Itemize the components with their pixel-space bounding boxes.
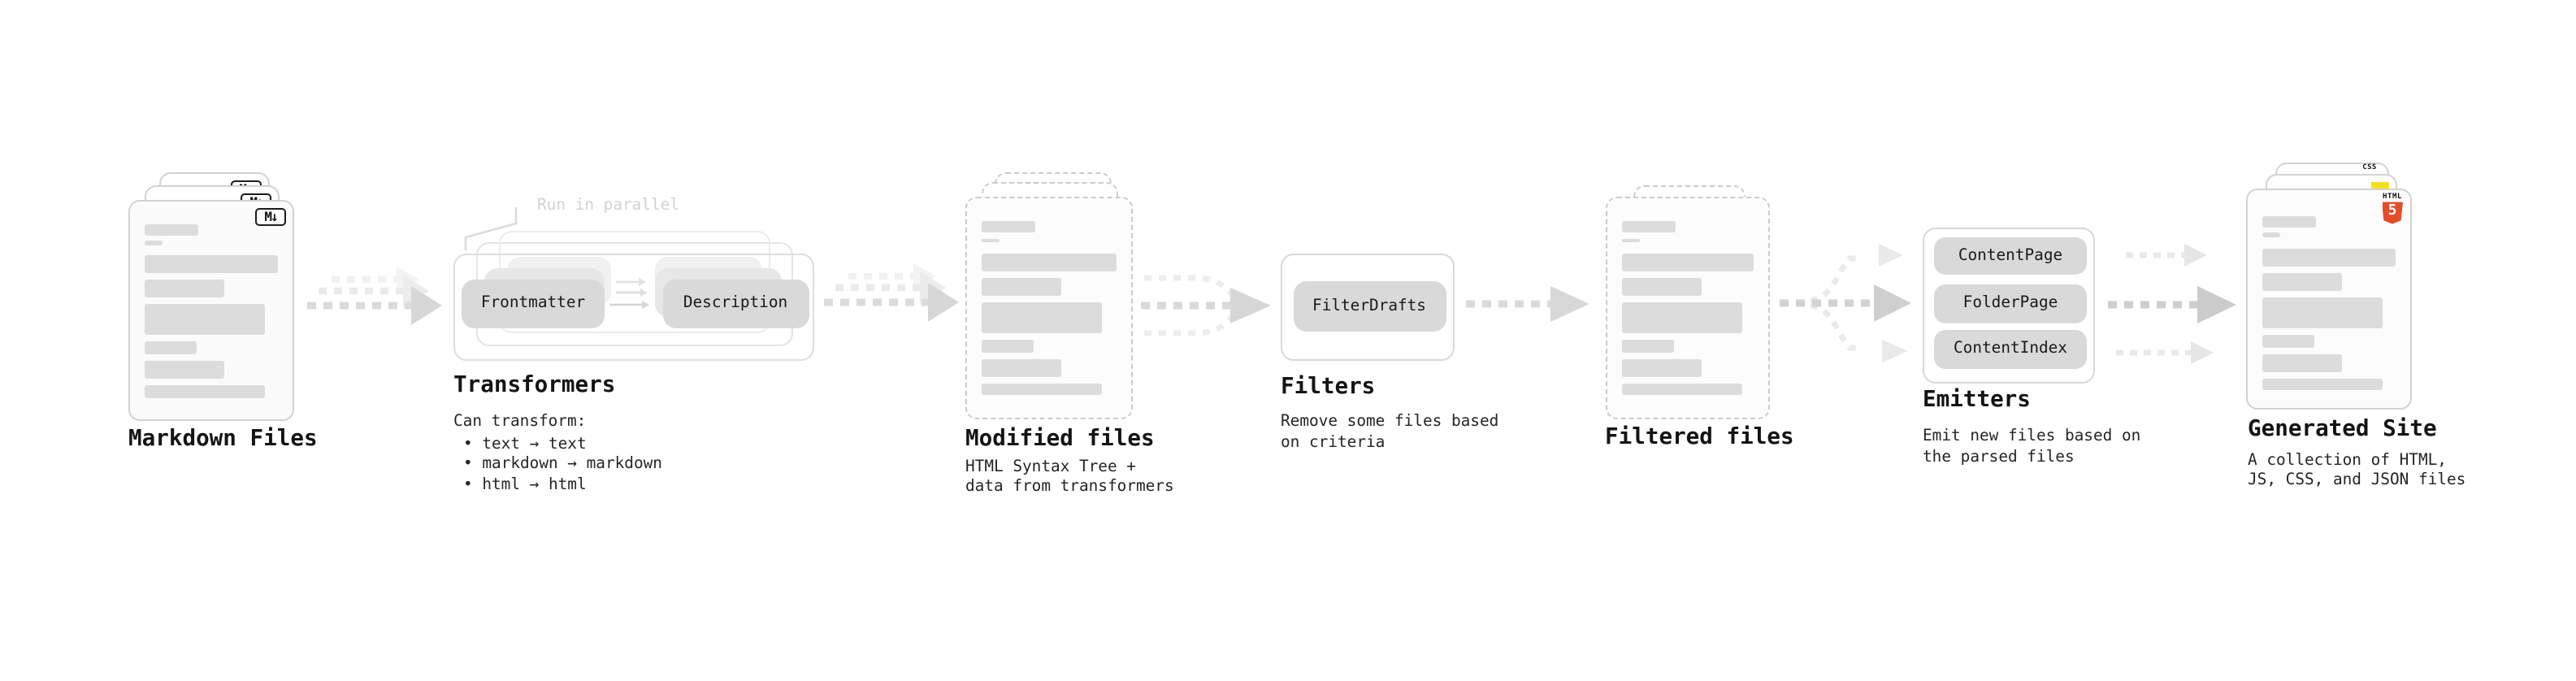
stage-label-transformers: Transformers	[453, 372, 616, 398]
skeleton-line	[982, 339, 1034, 353]
stage-label-modified-files: Modified files	[965, 425, 1155, 451]
run-in-parallel-callout: Run in parallel	[537, 197, 679, 215]
flow-arrow-transformers-to-modified	[824, 263, 959, 322]
skeleton-line	[982, 238, 1000, 243]
skeleton-line	[2262, 248, 2396, 267]
stage-label-markdown-files: Markdown Files	[128, 425, 318, 451]
skeleton-line	[145, 241, 163, 245]
skeleton-line	[1621, 221, 1675, 232]
transformers-bullet: • text → text	[463, 435, 587, 453]
transformer-pill-frontmatter: Frontmatter	[462, 279, 605, 328]
filter-pill-filterdrafts: FilterDrafts	[1293, 280, 1446, 331]
skeleton-line	[982, 253, 1116, 271]
skeleton-line	[982, 277, 1061, 296]
skeleton-line	[2262, 378, 2382, 391]
html5-icon: HTML 5	[2381, 193, 2404, 224]
skeleton-line	[2262, 232, 2279, 238]
flow-arrow-markdown-to-transformers	[307, 267, 442, 325]
modified-files-caption: HTML Syntax Tree + data from transformer…	[965, 458, 1174, 496]
skeleton-line	[2262, 334, 2314, 348]
skeleton-line	[145, 223, 198, 235]
skeleton-line	[2262, 354, 2341, 372]
html5-shield: 5	[2382, 202, 2403, 224]
skeleton-line	[982, 358, 1061, 377]
generated-site-caption: A collection of HTML, JS, CSS, and JSON …	[2248, 451, 2466, 489]
transformers-bullet: • html → html	[463, 475, 587, 494]
skeleton-line	[1621, 383, 1741, 396]
skeleton-line	[145, 304, 265, 336]
skeleton-line	[145, 341, 197, 355]
parallel-arrows-icon	[609, 278, 649, 309]
skeleton-line	[2262, 272, 2341, 291]
transformers-bullet: • markdown → markdown	[463, 455, 662, 474]
skeleton-line	[1621, 238, 1639, 243]
skeleton-line	[982, 221, 1035, 232]
transformer-group-front	[453, 254, 814, 361]
skeleton-line	[1621, 358, 1701, 377]
stage-label-emitters: Emitters	[1923, 386, 2031, 412]
stage-label-filters: Filters	[1281, 373, 1376, 399]
stage-label-generated-site: Generated Site	[2248, 415, 2437, 441]
flow-arrow-merge-modified-to-filters	[1141, 275, 1271, 336]
markdown-file-card: M↓	[128, 199, 294, 420]
skeleton-line	[1621, 277, 1701, 296]
skeleton-line	[2262, 297, 2382, 328]
emitter-pill-contentpage: ContentPage	[1934, 236, 2087, 275]
stage-label-filtered-files: Filtered files	[1605, 424, 1794, 450]
flow-arrows-emitters-to-generated	[2108, 244, 2236, 364]
filtered-file-card	[1605, 197, 1770, 419]
callout-connector-line	[464, 207, 518, 250]
transformer-pill-description: Description	[662, 279, 809, 328]
filters-caption: Remove some files based on criteria	[1281, 413, 1499, 451]
emitter-pill-contentindex: ContentIndex	[1934, 330, 2087, 368]
transformers-caption-title: Can transform:	[453, 413, 587, 431]
doc-skeleton	[982, 221, 1116, 396]
skeleton-line	[1621, 301, 1741, 333]
generated-html-file-card: HTML 5	[2245, 188, 2412, 410]
skeleton-line	[145, 255, 278, 274]
doc-skeleton	[2262, 215, 2396, 391]
emitters-caption: Emit new files based on the parsed files	[1923, 427, 2141, 466]
skeleton-line	[2262, 215, 2315, 228]
skeleton-line	[1621, 253, 1754, 271]
skeleton-line	[982, 383, 1102, 396]
skeleton-line	[145, 280, 224, 298]
doc-skeleton	[1621, 221, 1754, 396]
markdown-icon: M↓	[255, 207, 286, 225]
skeleton-line	[145, 361, 224, 380]
skeleton-line	[982, 301, 1102, 333]
skeleton-line	[1621, 339, 1673, 353]
flow-arrow-fanout-filtered-to-emitters	[1780, 244, 1911, 362]
emitter-pill-folderpage: FolderPage	[1934, 284, 2087, 323]
flow-arrow-filters-to-filtered	[1466, 286, 1589, 322]
doc-skeleton	[145, 223, 278, 398]
modified-file-card	[965, 197, 1132, 419]
skeleton-line	[145, 385, 265, 398]
